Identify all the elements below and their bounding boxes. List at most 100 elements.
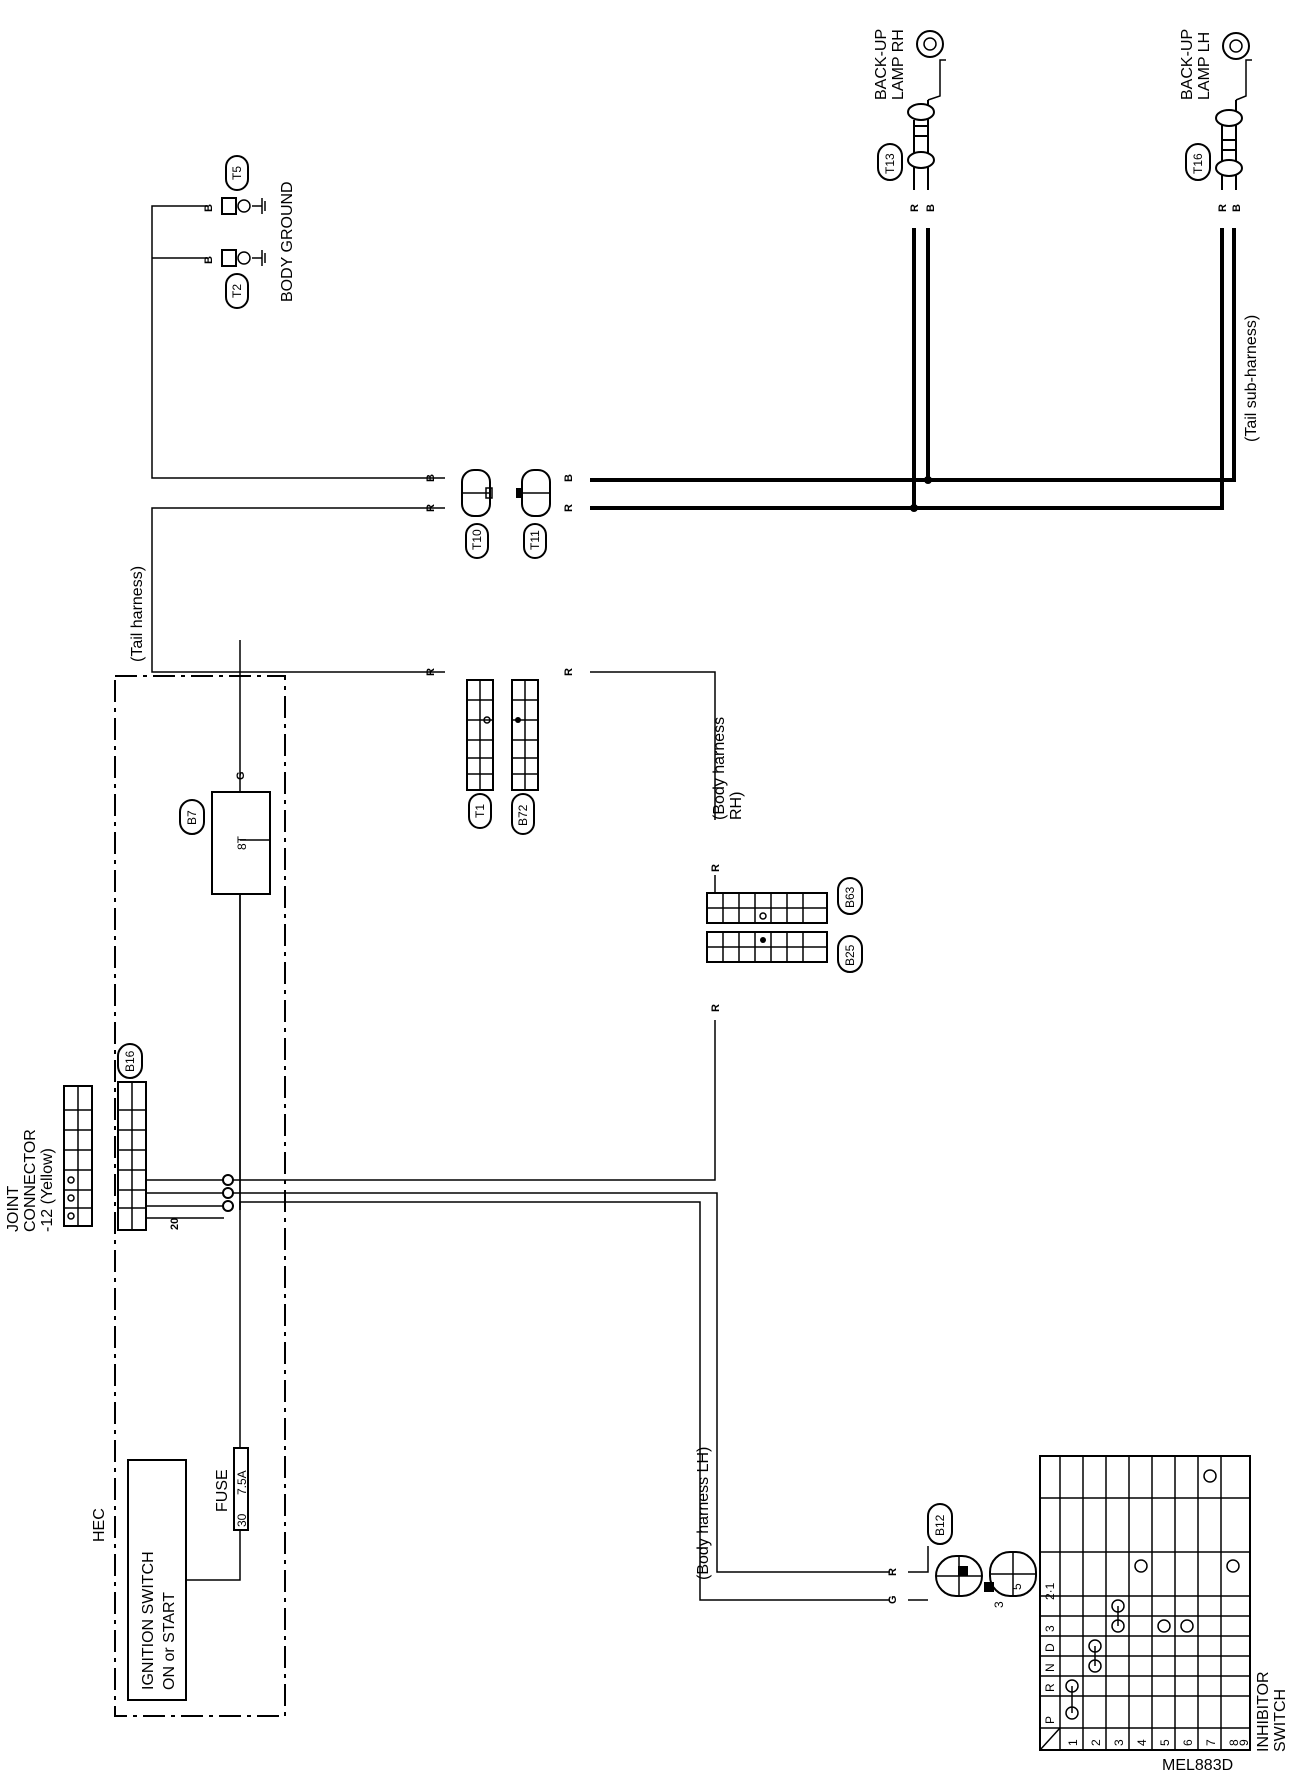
- inhibitor-switch-label: INHIBITOR: [1255, 1671, 1272, 1752]
- ignition-switch-label: IGNITION SWITCH: [140, 1551, 157, 1690]
- body-ground-label: BODY GROUND: [279, 181, 296, 302]
- svg-text:B12: B12: [933, 1514, 947, 1536]
- backup-lamp-rh[interactable]: [907, 30, 946, 190]
- svg-text:LAMP RH: LAMP RH: [890, 29, 907, 100]
- svg-text:B7: B7: [185, 810, 199, 825]
- b12-connector[interactable]: [935, 1555, 983, 1597]
- svg-text:B: B: [203, 204, 215, 212]
- svg-text:RH): RH): [728, 792, 745, 820]
- inhibitor-header-3: 3: [1043, 1625, 1057, 1632]
- tail-sub-harness-label: (Tail sub-harness): [1243, 315, 1260, 442]
- b7-terminal: 8T: [235, 835, 249, 850]
- b72-connector[interactable]: [511, 679, 539, 791]
- connector-id-t2[interactable]: [225, 273, 249, 309]
- body-harness-rh-label: (Body harness: [711, 717, 728, 820]
- connector-id-t10[interactable]: [465, 523, 489, 559]
- svg-text:CONNECTOR: CONNECTOR: [22, 1129, 39, 1232]
- svg-text:R: R: [909, 204, 921, 212]
- wire-r-tail: [151, 507, 445, 673]
- body-harness-lh-label: (Body harness LH): [695, 1447, 712, 1580]
- connector-id-b72[interactable]: [511, 793, 535, 835]
- connector-id-b25[interactable]: [837, 935, 863, 973]
- ignition-switch-box: [127, 1459, 187, 1701]
- joint-connector-12[interactable]: [63, 1085, 93, 1227]
- svg-text:3: 3: [1112, 1739, 1126, 1746]
- ground-t2[interactable]: [221, 249, 266, 267]
- connector-id-t13[interactable]: [877, 143, 903, 181]
- inhibitor-header-d: D: [1043, 1643, 1057, 1652]
- inhibitor-header-r: R: [1043, 1683, 1057, 1692]
- t11-connector[interactable]: [516, 469, 551, 517]
- connector-id-t16[interactable]: [1185, 143, 1211, 181]
- wire-r-body-rh: [590, 671, 716, 900]
- svg-text:T11: T11: [528, 530, 542, 550]
- svg-text:R: R: [710, 864, 722, 872]
- svg-text:8: 8: [1227, 1739, 1241, 1746]
- inhibitor-table: [1039, 1455, 1251, 1751]
- svg-text:R: R: [710, 1004, 722, 1012]
- inhibitor-header-n: N: [1043, 1663, 1057, 1672]
- svg-text:R: R: [425, 668, 437, 676]
- connector-id-b63[interactable]: [837, 877, 863, 915]
- wire-r-tail-sub[interactable]: [590, 228, 1224, 510]
- svg-text:R: R: [425, 504, 437, 512]
- svg-text:B16: B16: [123, 1050, 137, 1072]
- svg-text:3: 3: [992, 1601, 1006, 1608]
- wire-r-to-b25: [232, 1020, 716, 1181]
- wire-b-tail-sub[interactable]: [590, 228, 1236, 482]
- inhibitor-switch-marks: [1065, 1469, 1240, 1720]
- b25-connector[interactable]: [706, 931, 828, 963]
- svg-text:2: 2: [1089, 1739, 1103, 1746]
- svg-text:R: R: [563, 668, 575, 676]
- svg-text:5: 5: [1010, 1583, 1024, 1590]
- svg-text:T2: T2: [230, 284, 244, 298]
- svg-text:B25: B25: [843, 944, 857, 966]
- svg-text:B: B: [425, 474, 437, 482]
- svg-text:T16: T16: [1191, 153, 1205, 174]
- svg-text:4: 4: [1135, 1739, 1149, 1746]
- connector-id-b12[interactable]: [927, 1503, 953, 1545]
- b7-connector-box: [211, 791, 271, 895]
- connector-id-t1[interactable]: [468, 793, 492, 829]
- connector-id-b7[interactable]: [179, 799, 205, 835]
- connector-id-b16[interactable]: [117, 1043, 143, 1079]
- svg-text:G: G: [235, 771, 247, 780]
- b63-connector[interactable]: [706, 892, 828, 924]
- backup-lamp-rh-label: BACK-UP: [873, 29, 890, 100]
- svg-text:LAMP LH: LAMP LH: [1196, 32, 1213, 100]
- joint-node-3: [222, 1200, 234, 1212]
- wire-g: [239, 640, 890, 1601]
- fuse-label: FUSE: [214, 1469, 231, 1512]
- svg-text:T1: T1: [473, 804, 487, 818]
- svg-text:R: R: [887, 1568, 899, 1576]
- hec-boundary: [114, 675, 286, 1717]
- tail-harness-label: (Tail harness): [129, 566, 146, 662]
- svg-text:R: R: [563, 504, 575, 512]
- svg-text:7: 7: [1204, 1739, 1218, 1746]
- joint-node-2: [222, 1187, 234, 1199]
- connector-id-t5[interactable]: [225, 155, 249, 191]
- b16-connector[interactable]: [117, 1081, 147, 1231]
- svg-text:B72: B72: [516, 804, 530, 826]
- inhibitor-header-p: P: [1043, 1716, 1057, 1724]
- joint-node-1: [222, 1174, 234, 1186]
- svg-text:5: 5: [1158, 1739, 1172, 1746]
- svg-text:9: 9: [1237, 1739, 1251, 1746]
- connector-id-t11[interactable]: [523, 523, 547, 559]
- svg-text:T13: T13: [883, 153, 897, 174]
- ground-t5[interactable]: [221, 197, 266, 215]
- svg-text:20: 20: [169, 1218, 181, 1230]
- ignition-switch-state: ON or START: [161, 1592, 178, 1690]
- inhibitor-switch-connector[interactable]: [984, 1551, 1037, 1597]
- backup-lamp-lh-label: BACK-UP: [1179, 29, 1196, 100]
- svg-text:SWITCH: SWITCH: [1272, 1689, 1289, 1752]
- svg-text:T5: T5: [230, 166, 244, 180]
- diagram-code: MEL883D: [1162, 1757, 1233, 1774]
- svg-text:R: R: [1217, 204, 1229, 212]
- wire-r-body-lh: [232, 1192, 890, 1573]
- t1-connector[interactable]: [466, 679, 494, 791]
- svg-text:B: B: [1231, 204, 1243, 212]
- t10-connector[interactable]: [461, 469, 493, 517]
- fuse-30: [233, 1447, 249, 1531]
- backup-lamp-lh[interactable]: [1215, 32, 1252, 190]
